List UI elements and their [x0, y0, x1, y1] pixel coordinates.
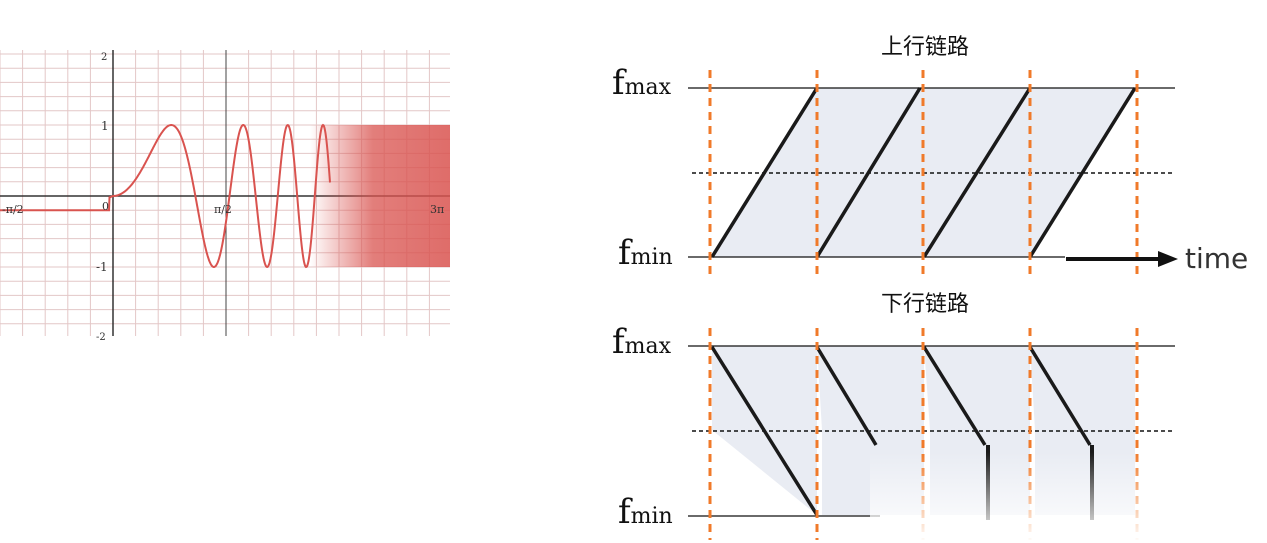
y-tick-label: -2 — [96, 332, 106, 343]
fmin-label: fmin — [618, 233, 673, 273]
up-chirp-line — [710, 87, 819, 258]
down-chirp-line — [710, 346, 819, 516]
x-tick-label: π/2 — [214, 203, 232, 216]
y-tick-label: 1 — [101, 119, 109, 133]
fmax-label: fmax — [612, 322, 672, 362]
downlink-title: 下行链路 — [881, 292, 969, 317]
fmax-label: fmax — [612, 63, 672, 103]
x-tick-label: 3π — [430, 203, 444, 216]
uplink-panel: 上行链路 fmax fmin time — [612, 35, 1248, 275]
x-tick-label: 0 — [102, 200, 109, 213]
y-tick-label: -1 — [96, 260, 108, 274]
x-tick-label: -π/2 — [2, 203, 24, 216]
downlink-panel: 下行链路 fmax fmin — [612, 292, 1175, 543]
down-chirp-line — [815, 346, 878, 446]
fmin-label: fmin — [618, 492, 673, 532]
symbol-boundary-markers — [708, 328, 1139, 540]
y-tick-label: 2 — [101, 52, 107, 63]
up-chirp-line — [922, 87, 1032, 258]
dense-oscillation-band — [310, 125, 450, 267]
up-chirp-line — [1028, 87, 1137, 258]
down-chirp-line — [1028, 346, 1092, 446]
symbol-boundary-markers — [708, 70, 1139, 275]
fade-overlay — [870, 452, 1170, 543]
time-label: time — [1185, 242, 1248, 275]
time-arrowhead — [1158, 251, 1178, 267]
chirp-waveform-graph: -π/2 0 π/2 3π 2 1 -1 -2 — [0, 50, 450, 343]
up-chirp-line — [815, 87, 922, 258]
uplink-title: 上行链路 — [881, 35, 969, 60]
chirp-curve — [0, 123, 331, 269]
down-chirp-line — [922, 346, 987, 446]
